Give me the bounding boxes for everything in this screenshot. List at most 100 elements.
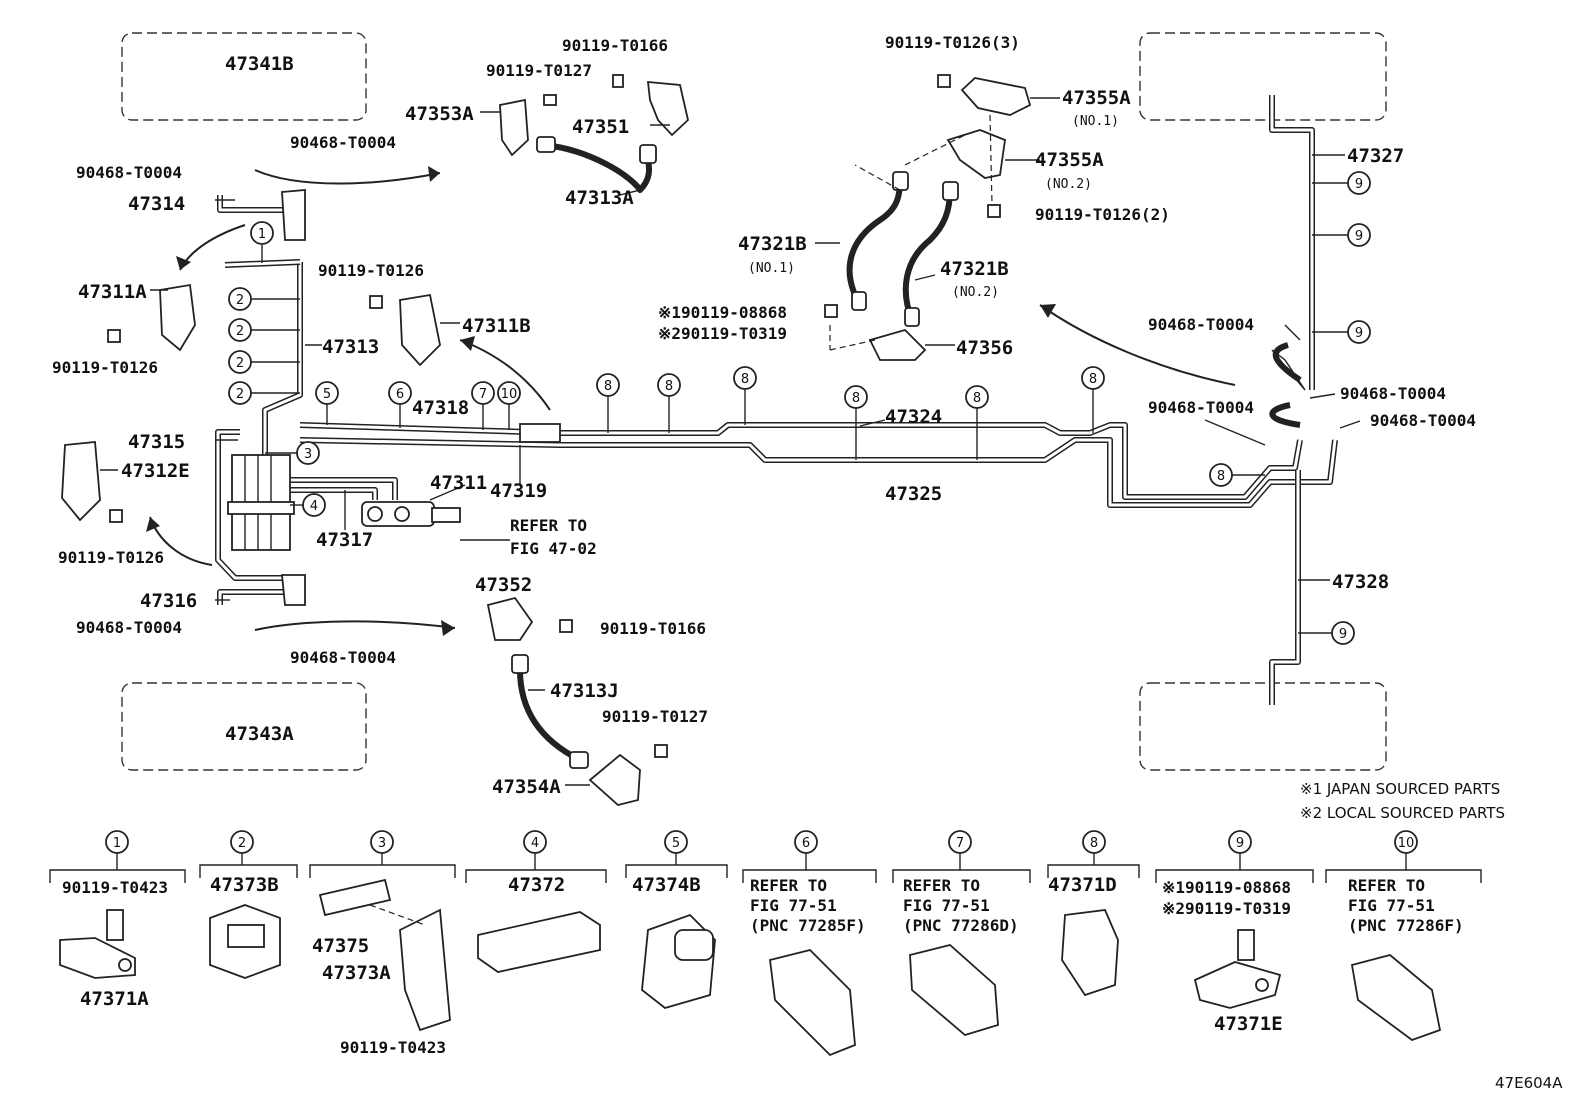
svg-text:47371D: 47371D: [1048, 874, 1117, 896]
hose-right-a: [1272, 342, 1302, 383]
bracket-47356: [868, 328, 927, 361]
svg-text:5: 5: [323, 387, 331, 402]
bracket-47312E: [61, 441, 101, 522]
label-f0004-c: 90468-T0004: [76, 618, 182, 637]
callout-9b: 9: [1312, 223, 1371, 247]
svg-text:(PNC 77286F): (PNC 77286F): [1348, 916, 1464, 935]
label-47321B-no1-sub: (NO.1): [748, 261, 795, 276]
svg-text:7: 7: [956, 836, 964, 851]
label-47354A: 47354A: [492, 776, 561, 798]
svg-text:4: 4: [310, 499, 318, 514]
brake-actuator-block: [227, 454, 295, 551]
svg-text:(PNC 77285F): (PNC 77285F): [750, 916, 866, 935]
label-f0127-top: 90119-T0127: [486, 61, 592, 80]
label-47355A-no1-sub: (NO.1): [1072, 114, 1119, 129]
label-47324: 47324: [885, 406, 942, 428]
callout-8e: 8: [965, 385, 989, 460]
svg-text:9: 9: [1355, 229, 1363, 244]
legend-item-2: 2 47373B: [199, 830, 298, 979]
label-47314: 47314: [128, 193, 185, 215]
callout-8a: 8: [596, 373, 620, 433]
label-f0004-a: 90468-T0004: [290, 133, 396, 152]
zone-rear-right: [1139, 682, 1387, 771]
label-47317: 47317: [316, 529, 373, 551]
label-47313J: 47313J: [550, 680, 619, 702]
bracket-47341B-top: [281, 189, 306, 241]
svg-text:1: 1: [113, 836, 121, 851]
note-japan-sourced: ※1 JAPAN SOURCED PARTS: [1300, 780, 1500, 798]
label-f08868: ※190119-08868: [658, 303, 787, 322]
label-47313: 47313: [322, 336, 379, 358]
brake-tubes: [215, 95, 1338, 705]
svg-text:※290119-T0319: ※290119-T0319: [1162, 899, 1291, 918]
hose-right-b: [1269, 402, 1301, 428]
svg-text:4: 4: [531, 836, 539, 851]
label-f0004-r3: 90468-T0004: [1148, 398, 1254, 417]
svg-text:REFER TO: REFER TO: [750, 876, 827, 895]
svg-text:2: 2: [236, 356, 244, 371]
svg-text:FIG 77-51: FIG 77-51: [1348, 896, 1435, 915]
callout-2a: 2: [228, 287, 300, 311]
callout-8b: 8: [657, 373, 681, 433]
svg-text:9: 9: [1236, 836, 1244, 851]
legend-item-4: 4 47372: [465, 830, 607, 973]
bolt-icon: [107, 74, 1001, 758]
svg-text:9: 9: [1339, 627, 1347, 642]
legend-item-5: 5 47374B: [625, 830, 728, 1009]
label-f0166-top: 90119-T0166: [562, 36, 668, 55]
bracket-47343A-bot: [281, 574, 306, 606]
svg-text:9: 9: [1355, 177, 1363, 192]
label-f0126-a: 90119-T0126: [318, 261, 424, 280]
svg-text:2: 2: [236, 293, 244, 308]
legend-item-6: 6 REFER TO FIG 77-51 (PNC 77285F): [742, 830, 877, 1057]
part-labels: 47341B 47343A 47353A 47351 47313A 47314 …: [78, 53, 1404, 798]
label-f0004-b: 90468-T0004: [76, 163, 182, 182]
svg-text:FIG 77-51: FIG 77-51: [903, 896, 990, 915]
label-47313A: 47313A: [565, 187, 634, 209]
svg-text:(PNC 77286D): (PNC 77286D): [903, 916, 1019, 935]
callout-3: 3: [265, 441, 320, 465]
label-f0004-r1: 90468-T0004: [1148, 315, 1254, 334]
svg-text:5: 5: [672, 836, 680, 851]
svg-text:8: 8: [665, 379, 673, 394]
bracket-47311B: [399, 293, 441, 367]
callout-9d: 9: [1298, 621, 1355, 645]
label-f0126-c: 90119-T0126: [58, 548, 164, 567]
zone-front-right: [1139, 32, 1387, 121]
svg-text:2: 2: [238, 836, 246, 851]
svg-text:8: 8: [1089, 372, 1097, 387]
label-f0166-bot: 90119-T0166: [600, 619, 706, 638]
label-47321B-no2: 47321B: [940, 258, 1009, 280]
label-47321B-no2-sub: (NO.2): [952, 285, 999, 300]
label-47312E: 47312E: [121, 460, 190, 482]
legend-item-1: 1 90119-T0423 47371A: [49, 830, 186, 1010]
label-47327: 47327: [1347, 145, 1404, 167]
svg-text:3: 3: [378, 836, 386, 851]
fastener-labels: 90119-T0166 90119-T0127 90468-T0004 9046…: [52, 33, 1476, 726]
callout-1: 1: [250, 221, 274, 263]
callout-9a: 9: [1312, 171, 1371, 195]
legend-item-9: 9 ※190119-08868 ※290119-T0319 47371E: [1155, 830, 1314, 1035]
legend-item-3: 3 47375 47373A 90119-T0423: [309, 830, 456, 1057]
diagram-id: 47E604A: [1495, 1074, 1563, 1092]
svg-text:47374B: 47374B: [632, 874, 701, 896]
label-f0126-3: 90119-T0126(3): [885, 33, 1020, 52]
label-f0004-r2: 90468-T0004: [1340, 384, 1446, 403]
svg-text:8: 8: [852, 391, 860, 406]
svg-text:6: 6: [396, 387, 404, 402]
label-47316: 47316: [140, 590, 197, 612]
tube-union-47319: [519, 423, 561, 443]
svg-text:8: 8: [604, 379, 612, 394]
svg-text:7: 7: [479, 387, 487, 402]
svg-text:8: 8: [1217, 469, 1225, 484]
bracket-47355A-no2: [946, 129, 1006, 179]
label-refer-main-2: FIG 47-02: [510, 539, 597, 558]
callout-7: 7: [471, 381, 495, 430]
label-47325: 47325: [885, 483, 942, 505]
legend: 1 90119-T0423 47371A 2 47373B 3 47375 47…: [49, 830, 1482, 1057]
leader-lines: [100, 97, 1361, 786]
svg-text:3: 3: [304, 447, 312, 462]
hose-47321B-no1: [846, 179, 903, 307]
label-47318: 47318: [412, 397, 469, 419]
